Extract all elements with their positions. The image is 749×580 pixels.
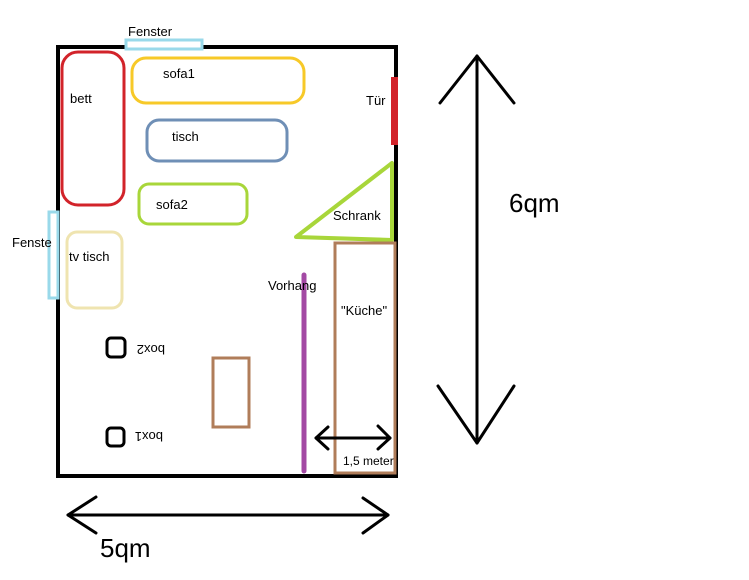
box2-label: box2: [137, 342, 165, 357]
box2: [105, 336, 127, 359]
sofa2-label: sofa2: [156, 197, 188, 212]
room-height-arrow: [436, 54, 516, 445]
box1-label: box1: [135, 429, 163, 444]
room-width-arrow: [66, 495, 390, 535]
sofa2: [137, 182, 249, 226]
sofa1-label: sofa1: [163, 66, 195, 81]
kitchen-width-arrow: [314, 424, 392, 451]
room-height-label: 6qm: [509, 188, 560, 218]
window-top: [124, 38, 204, 51]
cabinet: [294, 161, 394, 242]
window-top-label: Fenster: [128, 24, 173, 39]
tv-table: [65, 230, 124, 310]
table-label: tisch: [172, 129, 199, 144]
small-cabinet: [211, 356, 251, 429]
door: [391, 77, 398, 145]
box1: [105, 426, 126, 448]
room-width-label: 5qm: [100, 533, 151, 563]
curtain-label: Vorhang: [268, 278, 316, 293]
bed: [60, 50, 126, 207]
window-left-label: Fenste: [12, 235, 52, 250]
kitchen-label: "Küche": [341, 303, 387, 318]
bed-label: bett: [70, 91, 92, 106]
kitchen-width-label: 1,5 meter: [343, 454, 394, 468]
window-left: [47, 210, 60, 300]
door-label: Tür: [366, 93, 386, 108]
table: [145, 118, 289, 163]
tv-table-label: tv tisch: [69, 249, 109, 264]
kitchen: [333, 241, 397, 475]
sofa1: [130, 56, 306, 105]
cabinet-label: Schrank: [333, 208, 381, 223]
